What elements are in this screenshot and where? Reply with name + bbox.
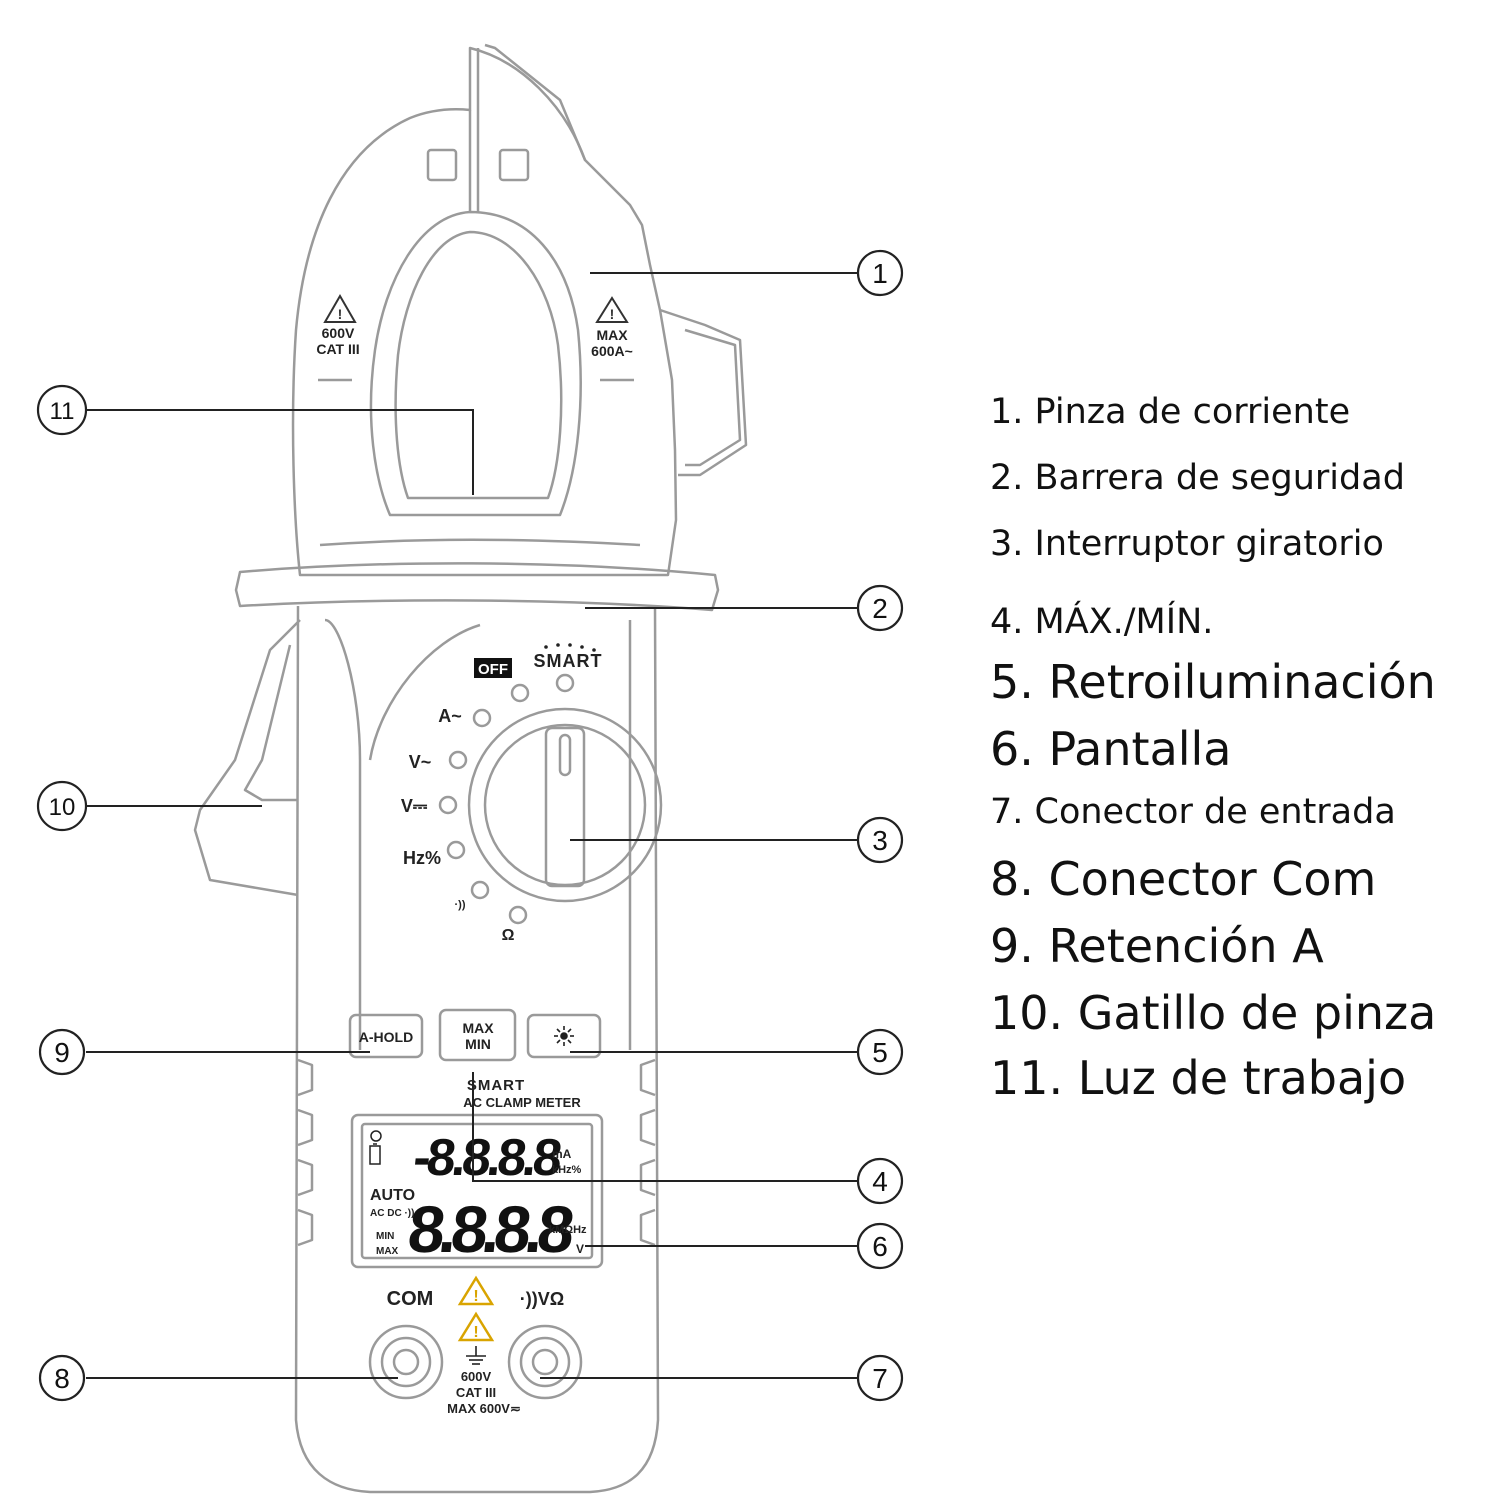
safety-barrier [234,562,720,612]
clamp-jaw [291,46,678,577]
dial-pos-a-ac: A~ [438,706,462,726]
dial-position-dots [438,673,575,925]
svg-text:!: ! [338,306,343,322]
dial-pos-v-ac: V~ [409,752,432,772]
callout-11: 11 [50,398,75,425]
meter-body [294,605,660,1494]
dial-smart-label: SMART [534,651,603,671]
dial-pos-continuity: ·)) [455,899,466,911]
jaw-right-marking-1: MAX [596,327,628,343]
svg-text:!: ! [473,1288,478,1305]
max-min-button-shape[interactable] [438,1008,517,1062]
leader-line-4 [472,1072,858,1182]
display-model: AC CLAMP METER [463,1095,581,1110]
callout-2: 2 [872,593,888,624]
lcd-max: MAX [376,1246,399,1257]
side-grips [297,1058,656,1247]
warning-icon [457,1311,495,1342]
lcd-top-digits: -8.8.8.8 [411,1129,564,1187]
backlight-icon[interactable] [554,1026,574,1046]
jaw-bump [659,308,748,477]
lcd-auto: AUTO [370,1187,415,1204]
clamp-trigger-lever [193,619,301,897]
rotary-switch [467,707,663,903]
dial-pos-ohm: Ω [502,927,515,944]
legend-item-10: 10. Gatillo de pinza [990,986,1437,1040]
jaw-left-marking-1: 600V [322,325,355,341]
legend-item-6: 6. Pantalla [990,722,1232,776]
terminal-rating-2: CAT III [456,1385,496,1400]
legend-item-9: 9. Retención A [990,919,1324,973]
dial-pos-hz: Hz% [403,848,441,868]
jaw-opening [369,210,582,517]
callout-3: 3 [872,825,888,856]
lcd-bottom-digits: 8.8.8.8 [405,1193,577,1267]
warning-icon [323,293,357,323]
callout-8: 8 [54,1363,70,1394]
off-badge [474,658,512,678]
ground-icon [466,1346,486,1365]
terminal-rating-1: 600V [461,1369,492,1384]
vohm-label: ·))VΩ [520,1289,564,1309]
callout-5: 5 [872,1037,888,1068]
legend-item-4: 4. MÁX./MÍN. [990,602,1214,642]
jaw-left-marking-2: CAT III [316,341,359,357]
lcd-display [350,1113,604,1269]
callout-1: 1 [872,258,888,289]
lcd-unit-v: V [576,1242,584,1256]
warning-icon [595,296,629,323]
lcd-unit-khz: kHz% [552,1164,582,1176]
lcd-unit-ma: mA [552,1147,572,1161]
com-label: COM [387,1288,434,1310]
lcd-unit-kmohz: kMΩHz [549,1224,587,1236]
terminal-rating-3: MAX 600V≂ [447,1401,521,1416]
legend-item-5: 5. Retroiluminación [990,655,1436,709]
callout-4: 4 [872,1166,888,1197]
callout-7: 7 [872,1363,888,1394]
legend-item-7: 7. Conector de entrada [990,792,1396,832]
input-jack[interactable] [507,1324,583,1400]
callout-9: 9 [54,1037,70,1068]
dial-off-label: OFF [478,661,508,678]
dial-pos-v-dc: V⎓ [401,796,428,816]
a-hold-button[interactable]: A-HOLD [359,1029,413,1045]
legend-item-11: 11. Luz de trabajo [990,1051,1407,1105]
lcd-acdc: AC DC ·)) [370,1208,414,1219]
a-hold-button-shape[interactable] [348,1013,424,1059]
com-jack[interactable] [368,1324,444,1400]
battery-icon [369,1143,381,1165]
callout-6: 6 [872,1231,888,1262]
legend-item-2: 2. Barrera de seguridad [990,458,1405,498]
min-button-label[interactable]: MIN [465,1036,491,1052]
leader-line-11 [86,409,474,495]
warning-icon [457,1275,495,1306]
power-icon [370,1130,382,1142]
svg-text:!: ! [473,1324,478,1341]
svg-text:!: ! [610,306,615,322]
max-button-label[interactable]: MAX [462,1020,494,1036]
jaw-right-marking-2: 600A~ [591,343,633,359]
lcd-min: MIN [376,1231,394,1242]
legend-item-8: 8. Conector Com [990,852,1377,906]
legend-item-3: 3. Interruptor giratorio [990,524,1384,564]
clamp-jaw-tip [484,43,587,161]
display-brand: SMART [467,1077,525,1094]
backlight-button-shape[interactable] [526,1013,602,1059]
callout-10: 10 [49,794,76,821]
dial-pointer [544,726,586,888]
legend-item-1: 1. Pinza de corriente [990,392,1351,432]
